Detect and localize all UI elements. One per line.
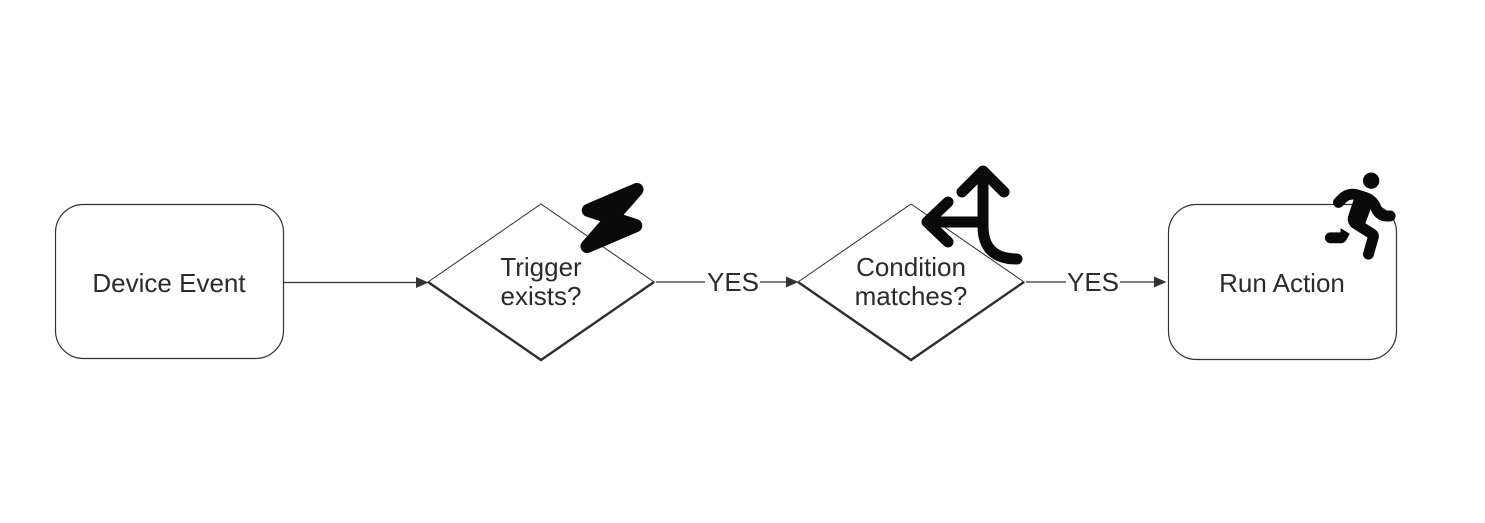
trigger-exists-shade bbox=[427, 281, 655, 362]
directions-up-arrowhead bbox=[956, 165, 1010, 198]
person-running-path bbox=[1324, 172, 1396, 260]
device-event-label: Device Event bbox=[92, 268, 246, 298]
directions-left-arrowhead bbox=[921, 196, 954, 248]
directions-stem-path bbox=[977, 172, 1023, 265]
edge-label-yes: YES bbox=[1067, 267, 1119, 297]
trigger-exists-label-line1: Trigger bbox=[500, 252, 582, 282]
run-action-label: Run Action bbox=[1219, 268, 1345, 298]
arrowhead-icon bbox=[786, 276, 799, 288]
person-running-icon bbox=[1324, 172, 1396, 260]
node-trigger-exists: Trigger exists? bbox=[427, 182, 655, 362]
run-action-shape bbox=[1167, 203, 1398, 361]
arrowhead-icon bbox=[1154, 276, 1167, 288]
node-run-action: Run Action bbox=[1167, 172, 1398, 361]
node-device-event: Device Event bbox=[54, 203, 285, 360]
device-event-shape bbox=[54, 203, 285, 360]
edge-trigger-to-condition: YES bbox=[656, 267, 799, 297]
lightning-bolt-path bbox=[580, 182, 644, 254]
condition-matches-shade bbox=[797, 281, 1025, 362]
trigger-exists-label-line2: exists? bbox=[501, 281, 582, 311]
arrowhead-icon bbox=[416, 277, 429, 288]
directions-split-icon bbox=[921, 165, 1023, 265]
edge-label-yes: YES bbox=[707, 267, 759, 297]
condition-matches-label-line1: Condition bbox=[856, 252, 966, 282]
edge-condition-to-action: YES bbox=[1026, 267, 1167, 297]
condition-matches-label-line2: matches? bbox=[855, 281, 968, 311]
lightning-bolt-icon bbox=[580, 182, 644, 254]
node-condition-matches: Condition matches? bbox=[797, 165, 1025, 362]
edge-event-to-trigger bbox=[284, 277, 429, 288]
